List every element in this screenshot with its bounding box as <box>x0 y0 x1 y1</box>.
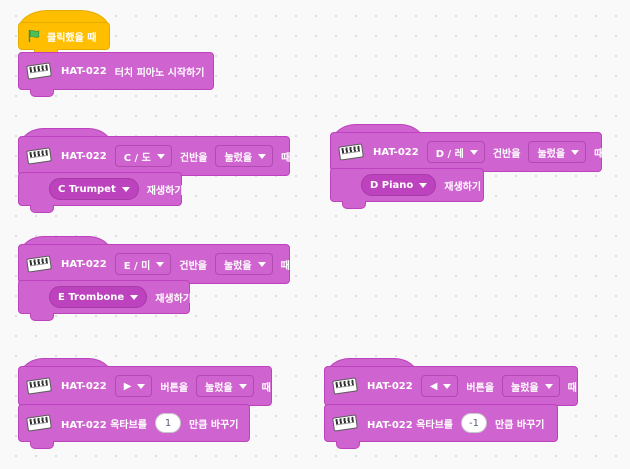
block-notch <box>30 205 54 213</box>
key-dropdown[interactable]: D / 레 <box>426 141 485 163</box>
green-flag-icon <box>28 29 40 43</box>
piano-keyboard-icon <box>338 143 364 161</box>
button-pressed-hat-block[interactable]: HAT-022 ◀ 버튼을 눌렀을 때 <box>324 366 578 406</box>
action-dropdown[interactable]: 눌렀을 <box>215 145 274 167</box>
piano-keyboard-icon <box>26 377 52 395</box>
device-label: HAT-022 <box>61 380 107 392</box>
play-command-label: 재생하기 <box>155 293 192 305</box>
piano-keyboard-icon <box>26 414 52 432</box>
dropdown-arrow-icon <box>130 294 139 300</box>
dropdown-arrow-icon <box>571 149 580 155</box>
block-notch <box>342 201 366 209</box>
action-dropdown[interactable]: 눌렀을 <box>214 253 273 275</box>
change-octave-block[interactable]: HAT-022 옥타브를 1 만큼 바꾸기 <box>18 404 250 442</box>
dropdown-arrow-icon <box>469 149 478 155</box>
when-flag-clicked-label: 클릭했을 때 <box>47 32 97 44</box>
dropdown-arrow-icon <box>419 182 428 188</box>
block-notch <box>336 441 360 449</box>
dropdown-arrow-icon <box>121 186 130 192</box>
octave-amount-input[interactable]: -1 <box>461 413 487 433</box>
when-flag-clicked-hat[interactable]: 클릭했을 때 <box>18 22 110 50</box>
device-label: HAT-022 <box>61 65 107 77</box>
dropdown-arrow-icon <box>258 153 267 159</box>
block-notch <box>30 89 54 97</box>
sound-dropdown[interactable]: E Trombone <box>49 286 148 308</box>
dropdown-arrow-icon <box>137 383 146 389</box>
start-touch-piano-block[interactable]: HAT-022 터치 피아노 시작하기 <box>18 52 214 90</box>
piano-keyboard-icon <box>26 147 52 165</box>
change-octave-suffix-label: 만큼 바꾸기 <box>495 419 545 431</box>
change-octave-suffix-label: 만큼 바꾸기 <box>189 419 239 431</box>
action-dropdown[interactable]: 눌렀을 <box>502 375 560 397</box>
start-touch-piano-label: 터치 피아노 시작하기 <box>114 67 205 79</box>
piano-keyboard-icon <box>26 255 52 273</box>
piano-keyboard-icon <box>332 377 358 395</box>
dropdown-arrow-icon <box>238 383 247 389</box>
play-sound-block[interactable]: E Trombone 재생하기 <box>18 280 192 314</box>
device-label: HAT-022 <box>61 258 107 270</box>
button-suffix-label: 버튼을 <box>466 382 495 394</box>
change-octave-prefix-label: HAT-022 옥타브를 <box>367 419 453 431</box>
button-pressed-hat-block[interactable]: HAT-022 ▶ 버튼을 눌렀을 때 <box>18 366 272 406</box>
key-dropdown[interactable]: E / 미 <box>114 253 172 275</box>
play-sound-block[interactable]: C Trumpet 재생하기 <box>18 172 184 206</box>
block-notch <box>30 313 54 321</box>
key-dropdown[interactable]: C / 도 <box>114 145 172 167</box>
play-command-label: 재생하기 <box>146 185 184 197</box>
dropdown-arrow-icon <box>257 261 266 267</box>
device-label: HAT-022 <box>367 380 413 392</box>
dropdown-arrow-icon <box>156 153 165 159</box>
button-dropdown[interactable]: ▶ <box>114 375 153 397</box>
change-octave-block[interactable]: HAT-022 옥타브를 -1 만큼 바꾸기 <box>324 404 558 442</box>
button-dropdown[interactable]: ◀ <box>420 375 459 397</box>
action-dropdown[interactable]: 눌렀을 <box>528 141 587 163</box>
piano-keyboard-icon <box>26 62 52 80</box>
dropdown-arrow-icon <box>443 383 452 389</box>
end-label: 때 <box>594 148 604 160</box>
block-notch <box>30 441 54 449</box>
key-suffix-label: 건반을 <box>179 152 208 164</box>
key-pressed-hat-block[interactable]: HAT-022 D / 레 건반을 눌렀을 때 <box>330 132 604 172</box>
dropdown-arrow-icon <box>544 383 553 389</box>
sound-dropdown[interactable]: C Trumpet <box>49 178 139 200</box>
key-suffix-label: 건반을 <box>179 260 207 272</box>
button-suffix-label: 버튼을 <box>160 382 189 394</box>
end-label: 때 <box>280 260 290 272</box>
key-suffix-label: 건반을 <box>492 148 521 160</box>
key-pressed-hat-block[interactable]: HAT-022 C / 도 건반을 눌렀을 때 <box>18 136 290 176</box>
play-sound-block[interactable]: D Piano 재생하기 <box>330 168 484 202</box>
octave-amount-input[interactable]: 1 <box>155 413 181 433</box>
key-pressed-hat-block[interactable]: HAT-022 E / 미 건반을 눌렀을 때 <box>18 244 290 284</box>
sound-dropdown[interactable]: D Piano <box>361 174 437 196</box>
device-label: HAT-022 <box>373 146 419 158</box>
end-label: 때 <box>281 152 291 164</box>
action-dropdown[interactable]: 눌렀을 <box>196 375 254 397</box>
play-command-label: 재생하기 <box>444 181 482 193</box>
end-label: 때 <box>567 382 577 394</box>
change-octave-prefix-label: HAT-022 옥타브를 <box>61 419 147 431</box>
end-label: 때 <box>261 382 271 394</box>
device-label: HAT-022 <box>61 150 107 162</box>
piano-keyboard-icon <box>332 414 358 432</box>
dropdown-arrow-icon <box>156 261 165 267</box>
